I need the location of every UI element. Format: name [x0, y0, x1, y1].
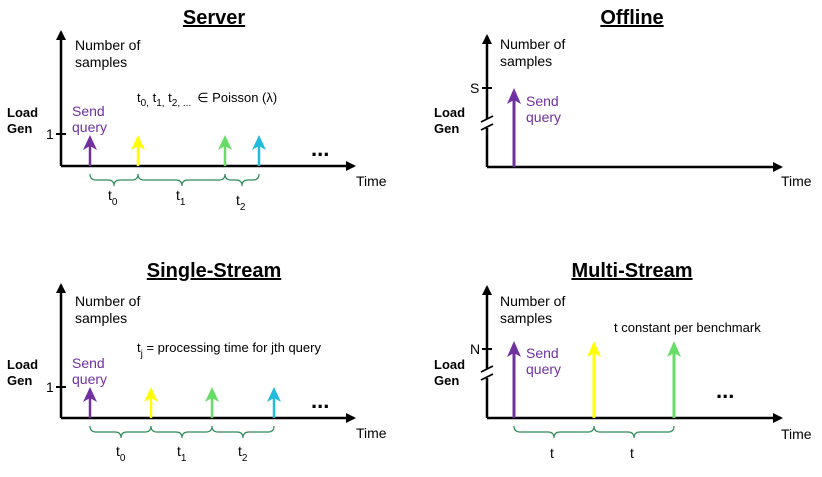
single-query-arrow-3: [205, 387, 219, 418]
multi-query-arrow-3: [667, 341, 681, 418]
offline-time-label: Time: [781, 173, 812, 189]
server-brace-t2: [224, 173, 260, 187]
multi-t-label-2: t: [630, 445, 634, 461]
single-query-arrow-4: [267, 387, 281, 418]
offline-ylabel-1: Number of: [500, 36, 565, 52]
server-send-2: query: [72, 119, 107, 135]
multi-query-arrow-2: [587, 341, 601, 418]
offline-title: Offline: [600, 7, 663, 29]
single-brace-t0: [89, 425, 152, 439]
offline-loadgen-2: Gen: [434, 121, 459, 136]
server-formula: t0, t1, t2, ...∈ Poisson (λ): [137, 90, 277, 109]
server-panel: Server Number of samples Load Gen 1 Send…: [7, 7, 387, 213]
multi-stream-panel: Multi-Stream Number of samples Load Gen …: [434, 260, 812, 461]
server-ylabel-1: Number of: [75, 37, 140, 53]
multi-time-label: Time: [781, 426, 812, 442]
multi-brace-1: [513, 425, 595, 439]
multi-ylabel-1: Number of: [500, 293, 565, 309]
server-loadgen-2: Gen: [7, 121, 32, 136]
multi-note: t constant per benchmark: [614, 320, 761, 335]
multi-ellipsis: ...: [716, 378, 734, 403]
multi-loadgen-2: Gen: [434, 373, 459, 388]
single-stream-panel: Single-Stream Number of samples Load Gen…: [7, 260, 387, 464]
server-brace-t1: [137, 173, 226, 187]
single-tick-label: 1: [46, 379, 54, 395]
single-ylabel-2: samples: [75, 310, 127, 326]
single-note: tj = processing time for jth query: [137, 340, 321, 360]
single-brace-t1: [150, 425, 213, 439]
multi-tick-label: N: [470, 341, 480, 357]
multi-title: Multi-Stream: [571, 260, 692, 282]
offline-tick-label: S: [470, 80, 479, 96]
multi-ylabel-2: samples: [500, 310, 552, 326]
server-time-label: Time: [356, 173, 387, 189]
server-brace-t0: [89, 173, 139, 187]
single-ellipsis: ...: [311, 388, 329, 413]
server-query-arrow-2: [131, 135, 145, 166]
server-query-arrow-3: [218, 135, 232, 166]
server-t2-label: t2: [236, 192, 246, 213]
multi-axis-break: [480, 365, 494, 381]
multi-send-1: Send: [526, 345, 559, 361]
offline-loadgen-1: Load: [434, 105, 465, 120]
server-title: Server: [183, 7, 245, 29]
single-loadgen-2: Gen: [7, 373, 32, 388]
single-t0-label: t0: [116, 443, 126, 464]
single-loadgen-1: Load: [7, 357, 38, 372]
multi-query-arrow-1: [507, 341, 521, 418]
server-ellipsis: ...: [311, 136, 329, 161]
single-brace-t2: [211, 425, 275, 439]
multi-brace-2: [593, 425, 675, 439]
multi-loadgen-1: Load: [434, 357, 465, 372]
single-time-label: Time: [356, 425, 387, 441]
offline-ylabel-2: samples: [500, 53, 552, 69]
single-query-arrow-1: [83, 387, 97, 418]
single-ylabel-1: Number of: [75, 293, 140, 309]
single-send-2: query: [72, 371, 107, 387]
multi-send-2: query: [526, 361, 561, 377]
single-query-arrow-2: [144, 387, 158, 418]
single-send-1: Send: [72, 355, 105, 371]
server-ylabel-2: samples: [75, 54, 127, 70]
offline-query-arrow: [507, 88, 521, 167]
offline-send-1: Send: [526, 93, 559, 109]
server-t0-label: t0: [108, 187, 118, 208]
single-t1-label: t1: [177, 443, 187, 464]
offline-send-2: query: [526, 109, 561, 125]
single-t2-label: t2: [238, 443, 248, 464]
single-title: Single-Stream: [147, 260, 281, 282]
server-send-1: Send: [72, 103, 105, 119]
offline-axis-break: [480, 115, 494, 131]
offline-panel: Offline Number of samples Load Gen S Sen…: [434, 7, 812, 189]
server-tick-label: 1: [46, 126, 54, 142]
server-query-arrow-4: [252, 135, 266, 166]
server-t1-label: t1: [176, 187, 186, 208]
server-loadgen-1: Load: [7, 105, 38, 120]
multi-t-label-1: t: [550, 445, 554, 461]
server-query-arrow-1: [83, 135, 97, 166]
